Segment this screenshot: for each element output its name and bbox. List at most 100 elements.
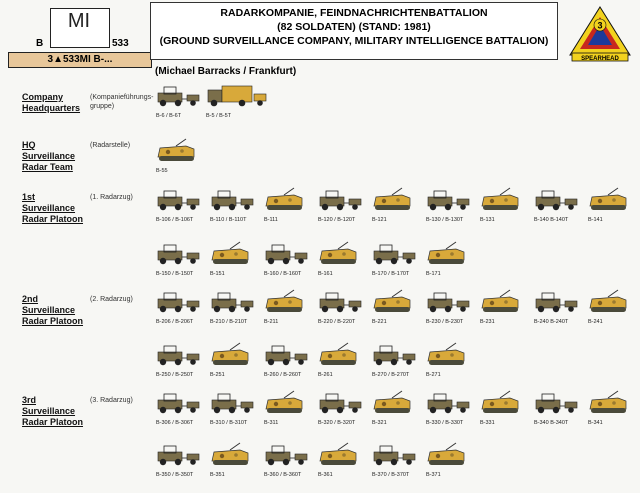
jeep-with-trailer: B-170 / B-170T (372, 240, 418, 277)
vehicle-callsign: B-161 (318, 271, 333, 277)
apc-icon (373, 390, 411, 413)
apc-vehicle: B-121 (372, 186, 412, 223)
jeep-icon (265, 244, 308, 265)
title-line-3: (GROUND SURVEILLANCE COMPANY, MILITARY I… (159, 35, 549, 47)
section-german-3rd-platoon: (3. Radarzug) (90, 397, 133, 404)
jeep-icon (535, 190, 578, 211)
vehicle-callsign: B-306 / B-306T (156, 420, 194, 426)
vehicle-callsign: B-320 / B-320T (318, 420, 356, 426)
title-line-1: RADARKOMPANIE, FEINDNACHRICHTENBATTALION (220, 7, 488, 19)
jeep-icon (319, 292, 362, 313)
apc-vehicle: B-311 (264, 389, 304, 426)
jeep-icon (211, 190, 254, 211)
apc-vehicle: B-111 (264, 186, 304, 223)
vehicle-callsign: B-311 (264, 420, 279, 426)
section-name: 2nd Surveillance Radar Platoon (22, 294, 84, 326)
vehicle-callsign: B-360 / B-360T (264, 472, 302, 478)
jeep-with-trailer: B-130 / B-130T (426, 186, 472, 223)
apc-vehicle: B-351 (210, 441, 250, 478)
jeep-with-trailer: B-240 B-240T (534, 288, 580, 325)
apc-vehicle: B-141 (588, 186, 628, 223)
section-label-hq: Company Headquarters (22, 92, 87, 114)
unit-symbol-box (50, 8, 110, 48)
apc-icon (211, 241, 249, 264)
jeep-icon (535, 393, 578, 414)
vehicle-callsign: B-330 / B-330T (426, 420, 464, 426)
apc-vehicle: B-261 (318, 341, 358, 378)
jeep-with-trailer: B-310 / B-310T (210, 389, 256, 426)
apc-icon (265, 187, 303, 210)
vehicle-callsign: B-340 B-340T (534, 420, 569, 426)
vehicle-callsign: B-230 / B-230T (426, 319, 464, 325)
apc-icon (211, 442, 249, 465)
apc-icon (481, 187, 519, 210)
apc-icon (589, 187, 627, 210)
vehicle-callsign: B-370 / B-370T (372, 472, 410, 478)
apc-icon (481, 390, 519, 413)
vehicle-callsign: B-351 (210, 472, 225, 478)
section-label-radar-team: HQ Surveillance Radar Team (22, 140, 87, 173)
jeep-with-trailer: B-110 / B-110T (210, 186, 256, 223)
jeep-with-trailer: B-270 / B-270T (372, 341, 418, 378)
section-german-radar-team: (Radarstelle) (90, 142, 131, 149)
apc-vehicle: B-211 (264, 288, 304, 325)
apc-vehicle: B-271 (426, 341, 466, 378)
vehicle-callsign: B-106 / B-106T (156, 217, 194, 223)
vehicle-callsign: B-231 (480, 319, 495, 325)
jeep-with-trailer: B-220 / B-220T (318, 288, 364, 325)
section-name: Company Headquarters (22, 92, 81, 113)
jeep-icon (427, 292, 470, 313)
vehicle-callsign: B-260 / B-260T (264, 372, 302, 378)
apc-icon (589, 289, 627, 312)
vehicle-callsign: B-150 / B-150T (156, 271, 194, 277)
apc-vehicle: B-341 (588, 389, 628, 426)
apc-icon (373, 187, 411, 210)
unit-symbol-letters: MI (67, 10, 91, 32)
title-line-2: (82 SOLDATEN) (STAND: 1981) (277, 21, 431, 33)
section-name: HQ Surveillance Radar Team (22, 140, 76, 172)
vehicle-callsign: B-160 / B-160T (264, 271, 302, 277)
vehicle-callsign: B-331 (480, 420, 495, 426)
jeep-icon (265, 345, 308, 366)
vehicle-callsign: B-6 / B-6T (156, 113, 182, 119)
vehicle-callsign: B-5 / B-5T (206, 113, 232, 119)
vehicle-callsign: B-121 (372, 217, 387, 223)
vehicle-callsign: B-321 (372, 420, 387, 426)
vehicle-callsign: B-170 / B-170T (372, 271, 410, 277)
vehicle-callsign: B-350 / B-350T (156, 472, 194, 478)
apc-icon (157, 138, 195, 161)
jeep-with-trailer: B-206 / B-206T (156, 288, 202, 325)
spearhead-patch-icon: 3 SPEARHEAD (569, 6, 631, 62)
jeep-icon (157, 292, 200, 313)
section-name: 1st Surveillance Radar Platoon (22, 192, 84, 224)
vehicle-callsign: B-221 (372, 319, 387, 325)
jeep-icon (265, 445, 308, 466)
jeep-with-trailer: B-6 / B-6T (156, 82, 202, 119)
vehicle-callsign: B-140 B-140T (534, 217, 569, 223)
jeep-icon (373, 445, 416, 466)
vehicle-callsign: B-210 / B-210T (210, 319, 248, 325)
vehicle-callsign: B-55 (156, 168, 168, 174)
apc-icon (319, 342, 357, 365)
jeep-icon (157, 393, 200, 414)
section-name: 3rd Surveillance Radar Platoon (22, 395, 84, 427)
jeep-icon (157, 445, 200, 466)
vehicle-callsign: B-371 (426, 472, 441, 478)
jeep-with-trailer: B-320 / B-320T (318, 389, 364, 426)
jeep-icon (427, 190, 470, 211)
apc-icon (373, 289, 411, 312)
vehicle-callsign: B-141 (588, 217, 603, 223)
vehicle-callsign: B-270 / B-270T (372, 372, 410, 378)
apc-vehicle: B-221 (372, 288, 412, 325)
vehicle-callsign: B-111 (264, 217, 278, 223)
title-box: RADARKOMPANIE, FEINDNACHRICHTENBATTALION… (150, 2, 558, 60)
apc-vehicle: B-331 (480, 389, 520, 426)
apc-icon (427, 442, 465, 465)
section-german-hq: (Kompanieführungs-gruppe) (90, 94, 154, 110)
jeep-with-trailer: B-210 / B-210T (210, 288, 256, 325)
unit-symbol-right: 533 (112, 38, 129, 49)
apc-vehicle: B-361 (318, 441, 358, 478)
unit-symbol-left: B (36, 38, 44, 49)
vehicle-callsign: B-271 (426, 372, 441, 378)
vehicle-callsign: B-131 (480, 217, 495, 223)
